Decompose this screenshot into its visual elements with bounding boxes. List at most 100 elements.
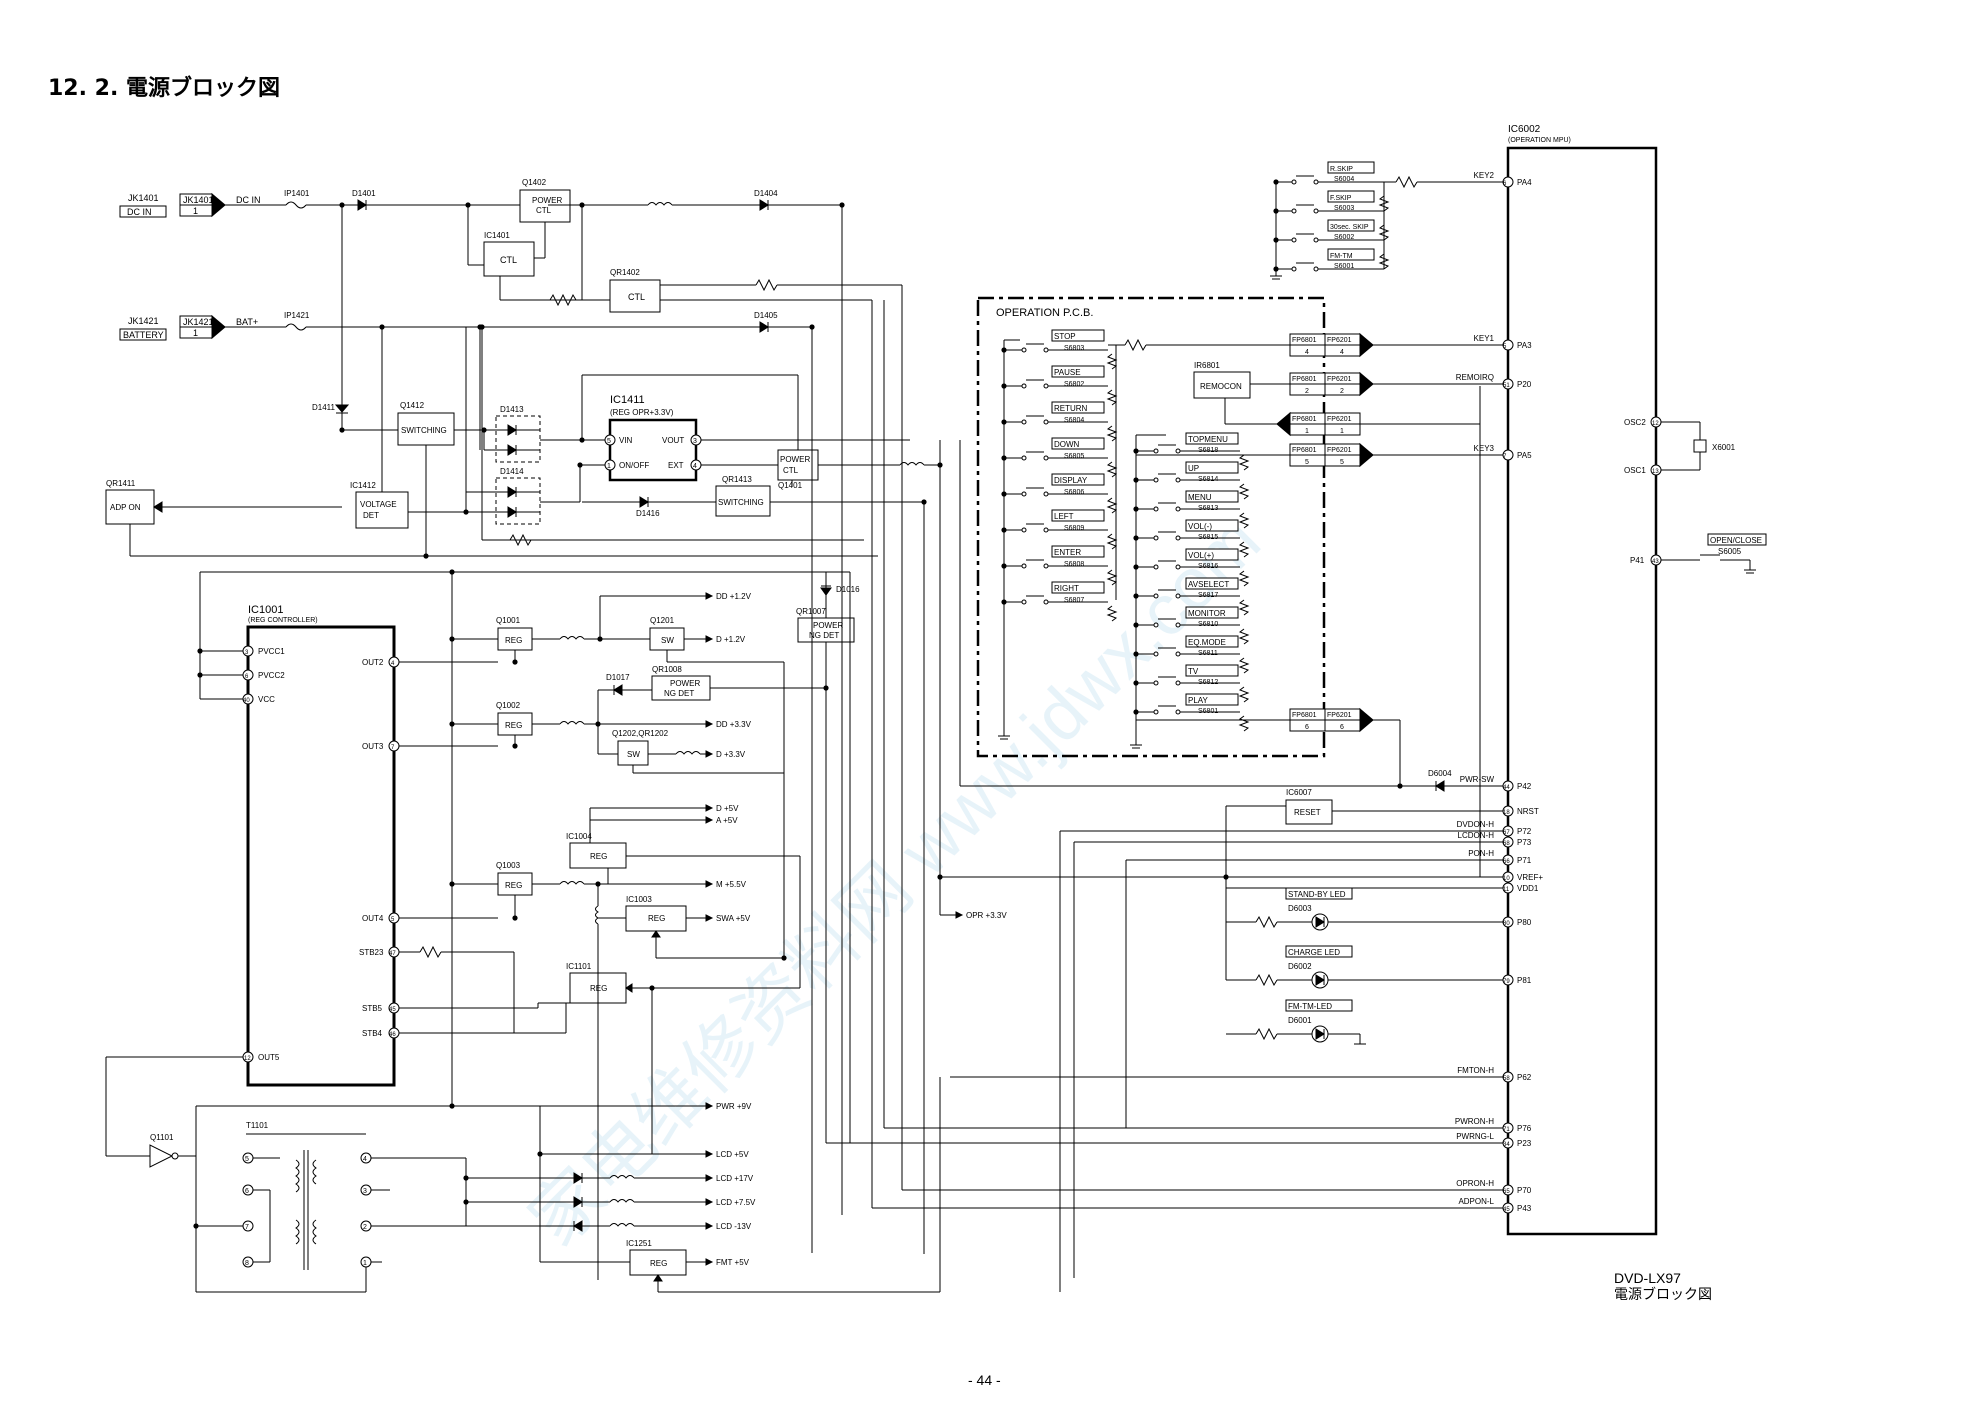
mpu-pin-number: 67 — [1503, 830, 1510, 836]
mpu-net-label: LCDON-H — [1458, 831, 1495, 840]
q1101-t1101-block: Q1101 T1101 5 6 7 8 4 3 2 1 — [149, 1105, 712, 1293]
mpu-net-label: PWRON-H — [1455, 1117, 1494, 1126]
svg-text:SW: SW — [661, 636, 674, 645]
svg-text:D1414: D1414 — [500, 467, 524, 476]
mpu-pin-name: VDD1 — [1517, 884, 1539, 893]
connector-b: FP6201 — [1327, 712, 1352, 719]
qr1007-block: QR1007 POWER NG DET D1016 — [796, 572, 860, 1143]
svg-text:D1413: D1413 — [500, 405, 524, 414]
svg-text:Q1202,QR1202: Q1202,QR1202 — [612, 729, 669, 738]
svg-text:IC1411: IC1411 — [610, 394, 645, 406]
switch-ref: S6802 — [1064, 381, 1084, 388]
svg-text:JK1401: JK1401 — [128, 193, 159, 203]
mpu-net-label: PWRNG-L — [1456, 1132, 1494, 1141]
mpu-pin-number: 68 — [1503, 841, 1510, 847]
switch-ref: S6804 — [1064, 417, 1084, 424]
svg-text:ADP ON: ADP ON — [110, 503, 141, 512]
svg-text:OUT3: OUT3 — [362, 742, 384, 751]
switch-name: AVSELECT — [1188, 580, 1229, 589]
svg-text:IC1251: IC1251 — [626, 1239, 652, 1248]
connector-pin: 6 — [1340, 724, 1344, 731]
mpu-net-label: PON-H — [1468, 849, 1494, 858]
dc-in-rail — [225, 199, 843, 1215]
mpu-pin-name: P80 — [1517, 918, 1532, 927]
mpu-pin-name: P76 — [1517, 1124, 1532, 1133]
svg-text:PWR +9V: PWR +9V — [716, 1102, 752, 1111]
svg-text:IC6002: IC6002 — [1508, 124, 1541, 135]
mpu-net-label: OPRON-H — [1456, 1179, 1494, 1188]
svg-text:VOLTAGE: VOLTAGE — [360, 500, 397, 509]
mpu-pin-name: PA4 — [1517, 178, 1532, 187]
svg-text:Q1412: Q1412 — [400, 401, 425, 410]
svg-text:DC IN: DC IN — [236, 195, 261, 205]
connector-pin: 6 — [1305, 724, 1309, 731]
svg-text:S6005: S6005 — [1718, 547, 1742, 556]
qr1402-block: QR1402 CTL — [609, 268, 902, 313]
operation-right-switches: TOPMENUS6818UPS6814MENUS6813VOL(-)S6815V… — [1130, 432, 1250, 749]
connector-b: FP6201 — [1327, 447, 1352, 454]
switch-name: FM-TM — [1330, 253, 1353, 260]
svg-text:3: 3 — [363, 1188, 367, 1195]
svg-text:12: 12 — [1652, 421, 1659, 427]
ic1101-block: IC1101 REG — [537, 856, 801, 1154]
svg-text:POWER: POWER — [670, 679, 700, 688]
mpu-pin-number: 44 — [1503, 785, 1510, 791]
svg-text:A +5V: A +5V — [716, 816, 738, 825]
switch-ref: S6807 — [1064, 597, 1084, 604]
ic1003-block: IC1003 REG — [598, 895, 784, 959]
jk1401-connector: JK1401 DC IN JK1401 1 DC IN — [119, 192, 261, 218]
switch-vol-: VOL(+)S6816 — [1133, 548, 1250, 587]
svg-text:BATTERY: BATTERY — [123, 330, 164, 340]
q1202-block: Q1202,QR1202 SW — [612, 662, 785, 958]
mpu-pin-number: 65 — [1503, 1189, 1510, 1195]
svg-text:REG: REG — [505, 881, 522, 890]
mpu-pin-number: 6 — [1503, 181, 1507, 187]
svg-text:12: 12 — [244, 1056, 251, 1062]
svg-text:1: 1 — [193, 328, 198, 338]
switch-ref: S6805 — [1064, 453, 1084, 460]
mpu-pin-name: P81 — [1517, 976, 1532, 985]
ic1251-block: IC1251 REG — [626, 1077, 941, 1293]
ip1401-label: IP1401 — [284, 189, 310, 198]
mpu-net-label: KEY1 — [1474, 334, 1495, 343]
mpu-net-label: KEY2 — [1474, 171, 1495, 180]
svg-text:OSC2: OSC2 — [1624, 418, 1646, 427]
switch-name: TV — [1188, 667, 1199, 676]
svg-text:OUT4: OUT4 — [362, 914, 384, 923]
connector-a: FP6801 — [1292, 447, 1317, 454]
svg-text:QR1007: QR1007 — [796, 607, 826, 616]
svg-text:STB23: STB23 — [359, 948, 384, 957]
svg-text:Q1001: Q1001 — [496, 616, 521, 625]
switch-name: F.SKIP — [1330, 195, 1352, 202]
svg-text:Q1101: Q1101 — [150, 1133, 174, 1142]
svg-text:CTL: CTL — [628, 292, 645, 302]
switch-name: UP — [1188, 464, 1199, 473]
svg-text:DET: DET — [363, 511, 379, 520]
svg-text:8: 8 — [245, 1260, 249, 1267]
svg-text:FMT +5V: FMT +5V — [716, 1258, 750, 1267]
svg-text:5: 5 — [391, 917, 395, 923]
switch-name: MENU — [1188, 493, 1212, 502]
d1413-d1414-group: D1413 D1414 — [465, 327, 610, 525]
svg-text:JK1421: JK1421 — [128, 316, 159, 326]
svg-text:4: 4 — [391, 661, 395, 667]
svg-text:STB4: STB4 — [362, 1029, 383, 1038]
svg-text:LCD +7.5V: LCD +7.5V — [716, 1198, 756, 1207]
connector-b: FP6201 — [1327, 416, 1352, 423]
connector-a: FP6801 — [1292, 337, 1317, 344]
svg-text:NG DET: NG DET — [664, 689, 694, 698]
